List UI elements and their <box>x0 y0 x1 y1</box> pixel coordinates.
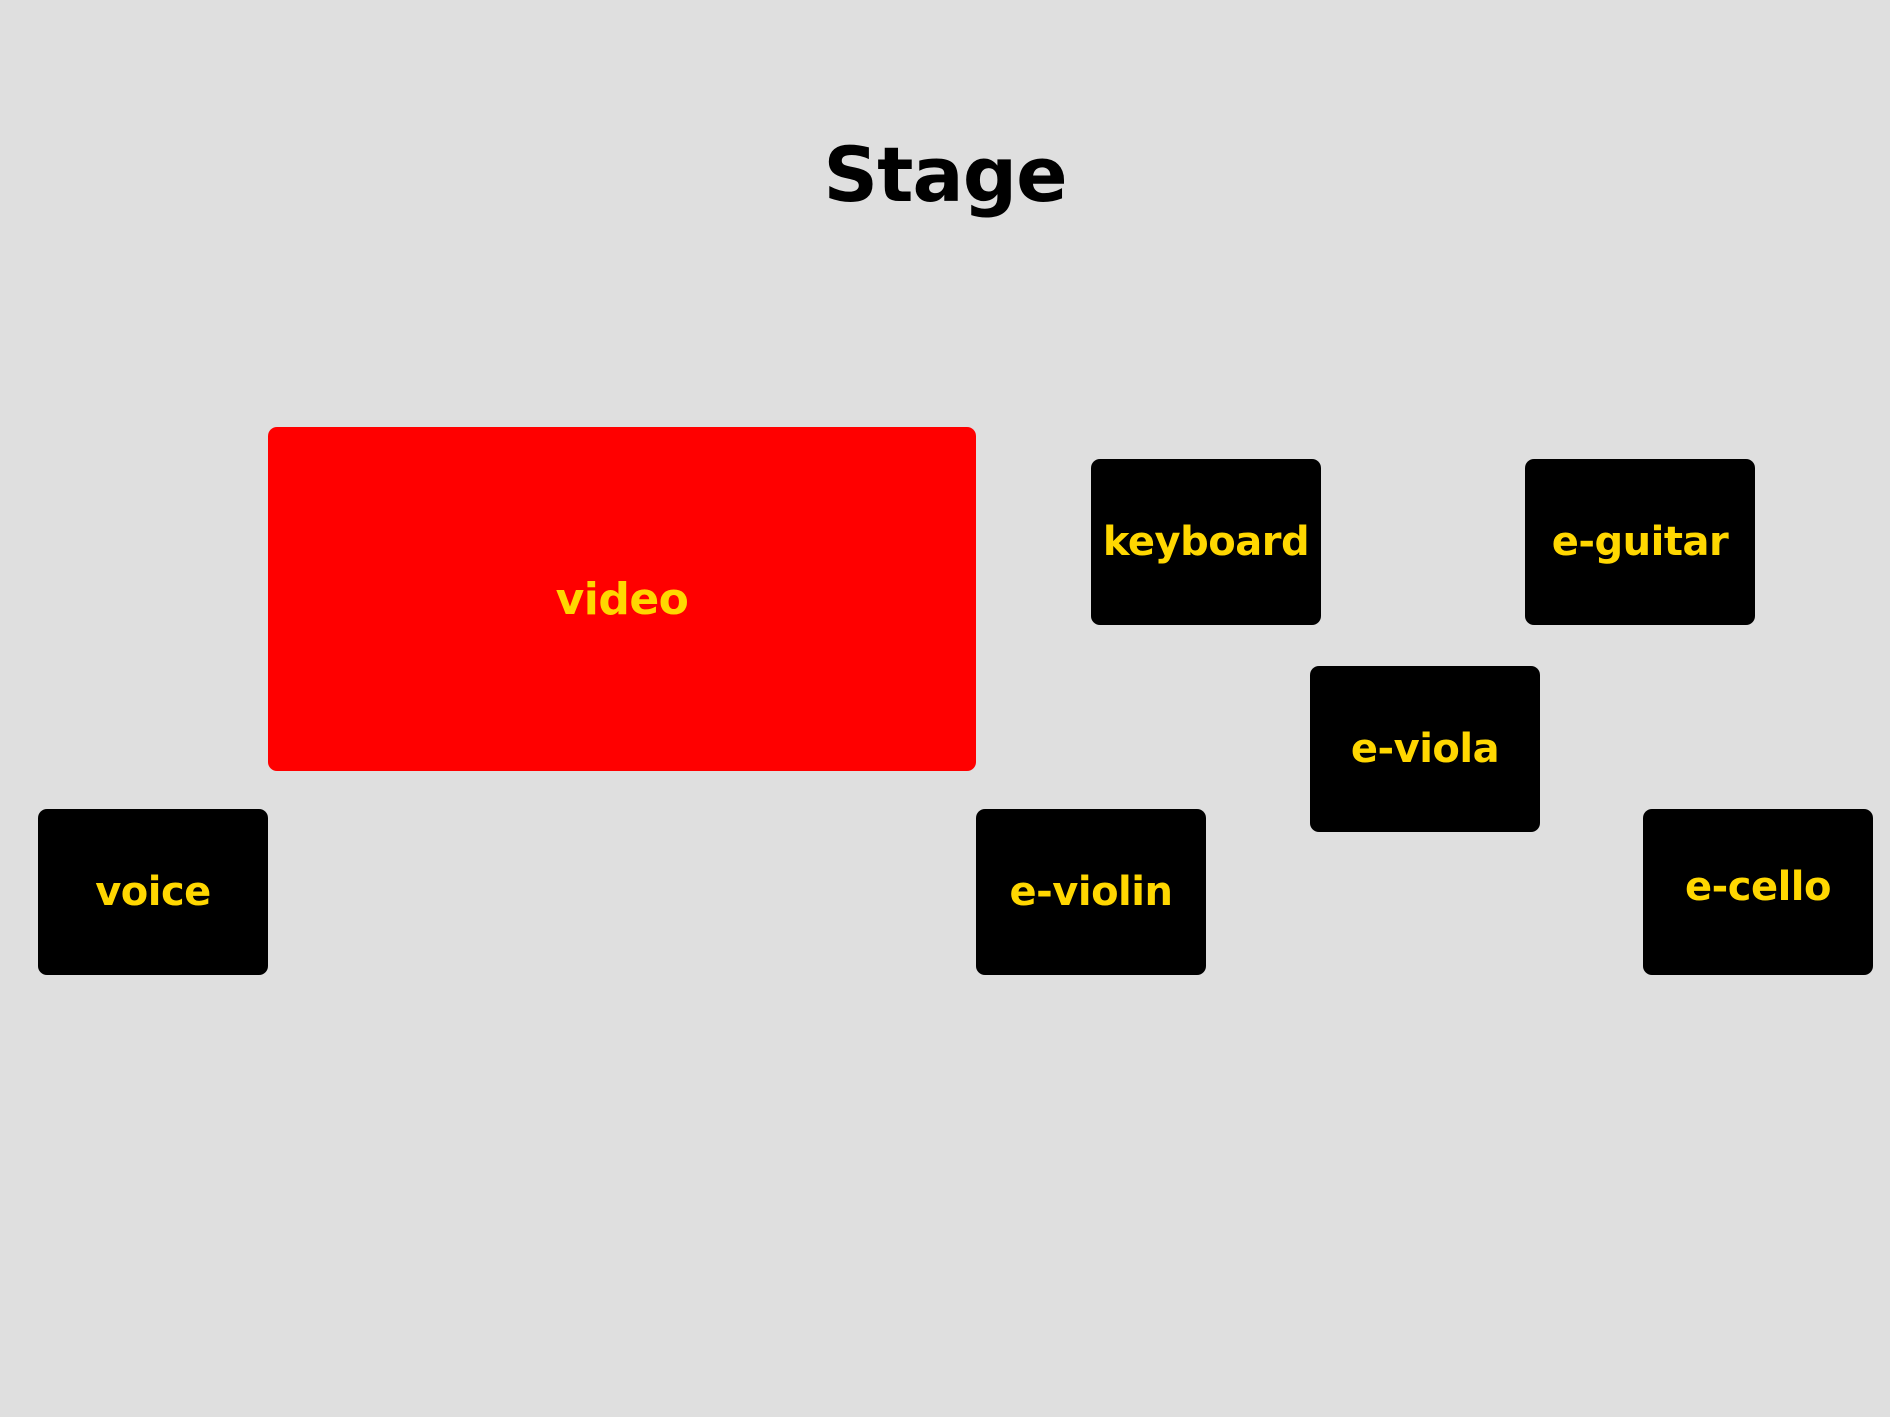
voice-block: voice <box>38 809 268 975</box>
e-violin-label: e-violin <box>1009 869 1173 915</box>
keyboard-label: keyboard <box>1102 519 1310 565</box>
keyboard-block: keyboard <box>1091 459 1321 625</box>
e-viola-block: e-viola <box>1310 666 1540 832</box>
e-violin-block: e-violin <box>976 809 1206 975</box>
video-label: video <box>555 573 689 625</box>
e-cello-label: e-cello <box>1685 864 1831 910</box>
voice-label: voice <box>95 869 211 915</box>
e-viola-label: e-viola <box>1350 726 1500 772</box>
e-guitar-block: e-guitar <box>1525 459 1755 625</box>
video-block: video <box>268 427 976 771</box>
stage-title: Stage <box>823 130 1067 219</box>
e-guitar-label: e-guitar <box>1551 519 1729 565</box>
e-cello-block: e-cello <box>1643 809 1873 975</box>
